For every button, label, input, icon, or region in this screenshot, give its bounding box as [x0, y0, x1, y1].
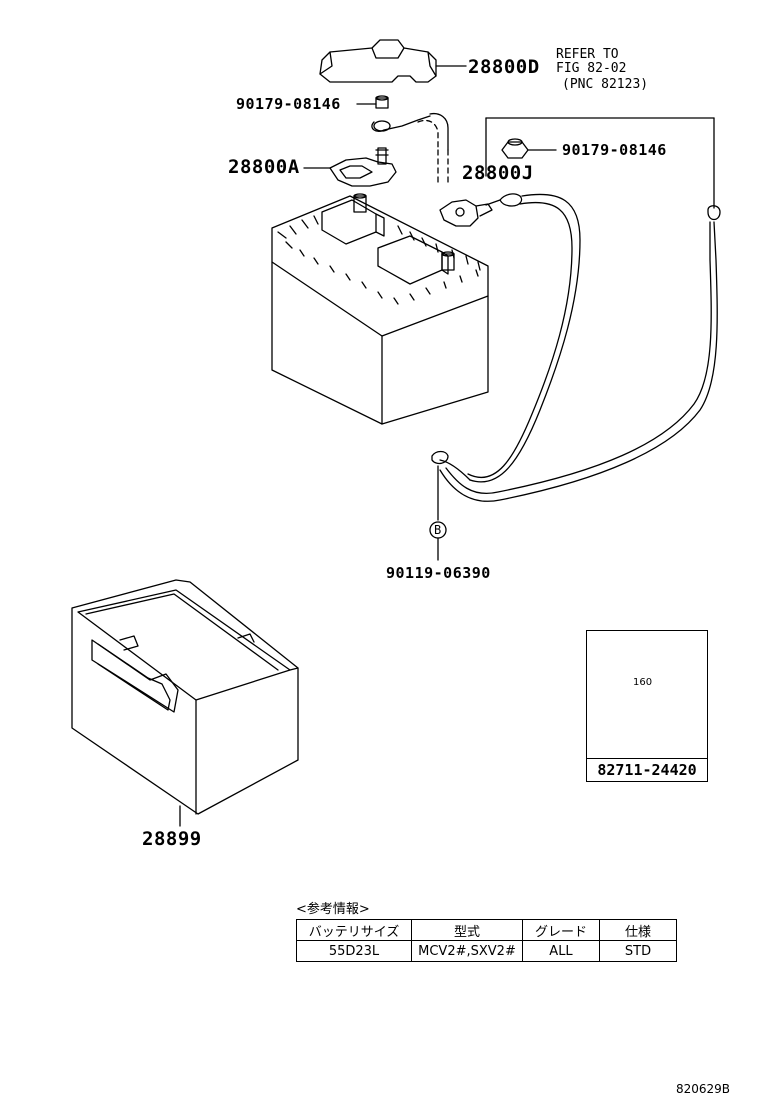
- refer-note-line2: FIG 82-02: [556, 61, 627, 76]
- cell-spec: STD: [599, 940, 677, 962]
- header-model: 型式: [411, 919, 523, 941]
- nut-90179-left: [356, 95, 389, 109]
- info-title: <参考情報>: [296, 902, 370, 917]
- battery-tray-28899: [71, 579, 299, 827]
- callout-28800D: 28800D: [468, 56, 540, 78]
- header-spec: 仕様: [599, 919, 677, 941]
- callout-90119-06390: 90119-06390: [386, 564, 491, 582]
- callout-28800A: 28800A: [228, 156, 300, 178]
- inset-dimension: 160: [633, 677, 653, 688]
- cell-model: MCV2#,SXV2#: [411, 940, 523, 962]
- inset-reference-box: 160 82711-24420: [586, 630, 708, 782]
- battery: [271, 193, 489, 425]
- terminal-clamp-28800J: [439, 199, 493, 227]
- terminal-cover-28800D: [319, 39, 437, 83]
- bolt-90119: [429, 450, 449, 561]
- long-ground-cable: [439, 205, 721, 502]
- info-table-header: バッテリサイズ 型式 グレード 仕様: [296, 919, 677, 941]
- cell-grade: ALL: [522, 940, 600, 962]
- header-battery-size: バッテリサイズ: [296, 919, 412, 941]
- refer-note-line1: REFER TO: [556, 47, 619, 62]
- refer-note-line3: (PNC 82123): [562, 77, 649, 92]
- callout-90179-08146-right: 90179-08146: [562, 141, 667, 159]
- callout-90179-08146-left: 90179-08146: [236, 95, 341, 113]
- callout-28800J: 28800J: [462, 162, 534, 184]
- info-table: バッテリサイズ 型式 グレード 仕様 55D23L MCV2#,SXV2# AL…: [296, 919, 677, 962]
- inset-part-number: 82711-24420: [587, 758, 707, 781]
- ground-cable: [439, 193, 581, 483]
- header-grade: グレード: [522, 919, 600, 941]
- cell-battery-size: 55D23L: [296, 940, 412, 962]
- figure-id: 820629B: [676, 1082, 731, 1096]
- positive-cable-end: [371, 112, 449, 186]
- table-row: 55D23L MCV2#,SXV2# ALL STD: [296, 940, 677, 962]
- callout-28899: 28899: [142, 828, 202, 850]
- marker-b: B: [434, 523, 442, 537]
- terminal-clamp-28800A: [303, 147, 397, 187]
- nut-90179-right: [485, 117, 715, 209]
